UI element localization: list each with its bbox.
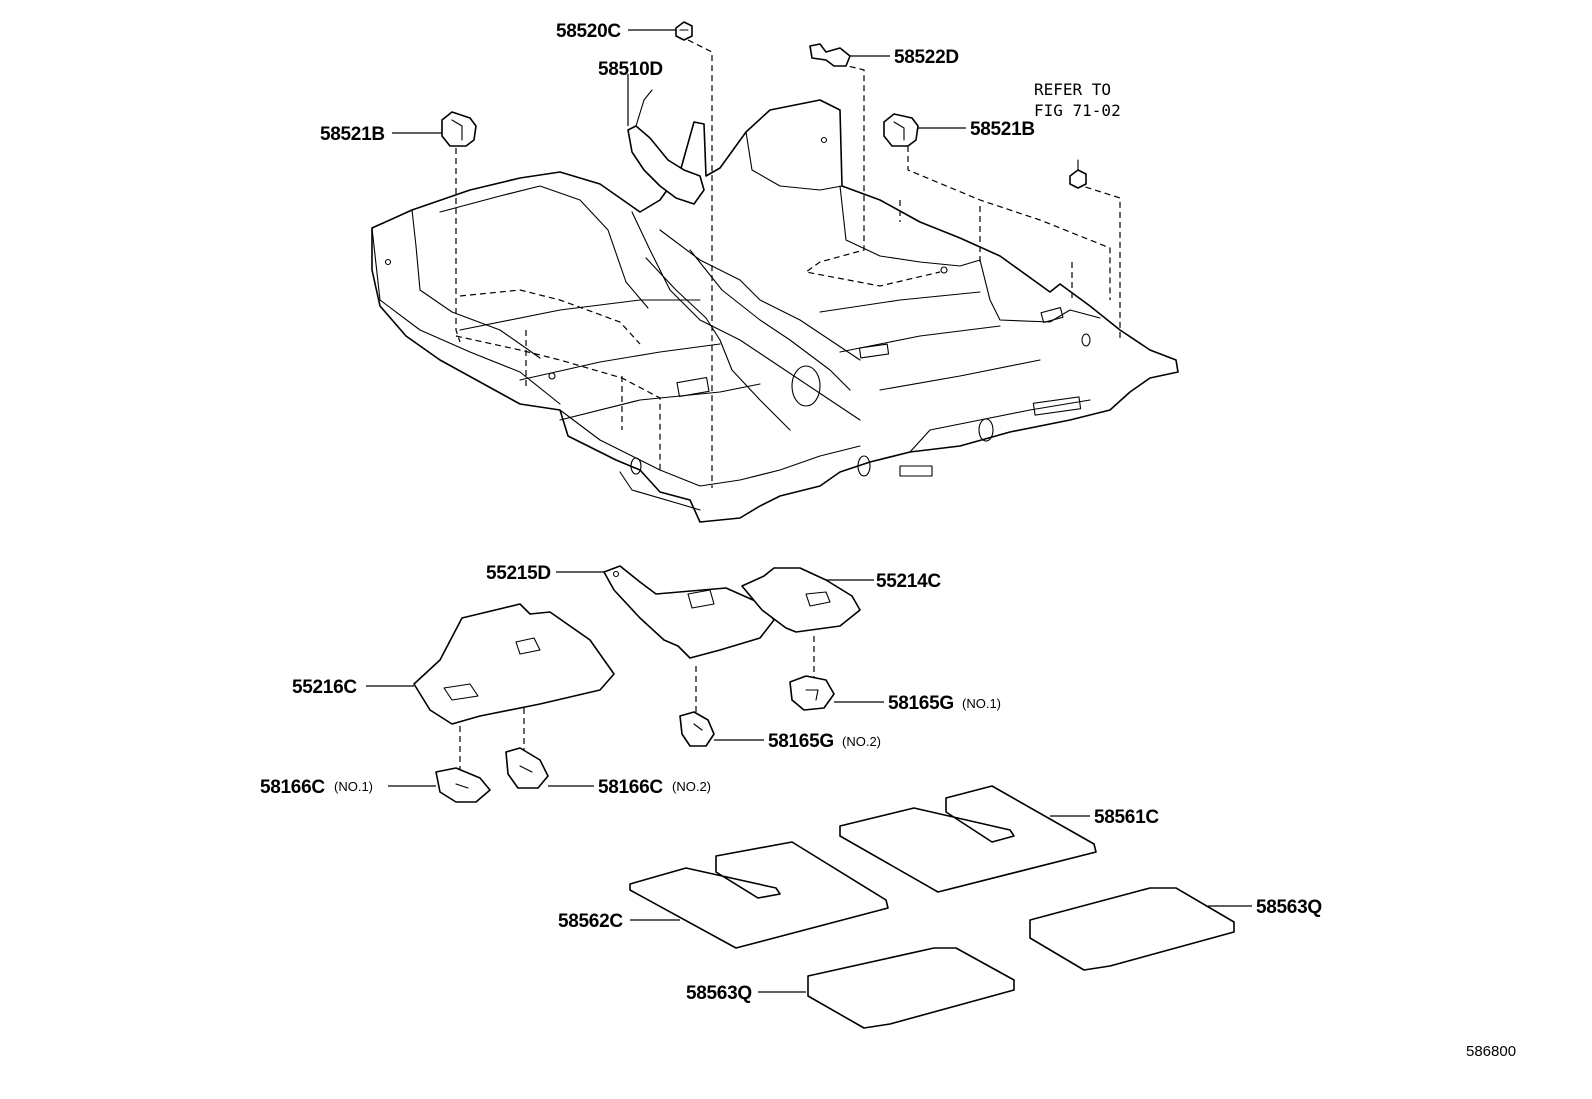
- label-58520C: 58520C: [556, 21, 621, 42]
- assembly-lines-pads: [459, 636, 815, 770]
- qualifier-58166C-no2: (NO.2): [672, 779, 711, 794]
- label-58521B-right: 58521B: [970, 119, 1035, 140]
- floor-carpet-assembly: [371, 89, 1179, 523]
- clip-58520C: [675, 21, 693, 41]
- mat-58563Q-right: [1029, 887, 1235, 971]
- assembly-lines-floor: [455, 39, 1121, 488]
- mat-58562C: [629, 841, 889, 949]
- clip-58166C-no2: [505, 747, 549, 789]
- qualifier-58166C-no1: (NO.1): [334, 779, 373, 794]
- clip-58521B-right: [883, 113, 919, 147]
- figure-number: 586800: [1466, 1043, 1516, 1060]
- mat-58561C: [839, 785, 1097, 893]
- qualifier-58165G-no2: (NO.2): [842, 734, 881, 749]
- qualifier-58165G-no1: (NO.1): [962, 696, 1001, 711]
- label-58165G-no1: 58165G: [888, 693, 954, 714]
- leader-lines: [366, 29, 1252, 993]
- label-58522D: 58522D: [894, 47, 959, 68]
- label-55215D: 55215D: [486, 563, 551, 584]
- clip-58165G-no1: [789, 675, 835, 711]
- bolt-refer-fig: [1069, 159, 1087, 189]
- label-58165G-no2: 58165G: [768, 731, 834, 752]
- clip-58522D: [809, 43, 851, 67]
- pad-55216C: [413, 603, 615, 725]
- mat-58563Q-bottom: [807, 947, 1015, 1029]
- clip-58166C-no1: [435, 767, 491, 803]
- pad-55214C: [741, 567, 861, 633]
- part-labels: 58520C 58510D 58522D 58521B 58521B REFER…: [260, 21, 1516, 1060]
- pad-55215D: [603, 565, 775, 659]
- clip-58521B-left: [441, 111, 477, 147]
- label-58563Q-right: 58563Q: [1256, 897, 1322, 918]
- label-58563Q-bottom: 58563Q: [686, 983, 752, 1004]
- label-58166C-no1: 58166C: [260, 777, 325, 798]
- clip-58165G-no2: [679, 711, 715, 747]
- refer-line-1: REFER TO: [1034, 80, 1111, 99]
- label-58521B-left: 58521B: [320, 124, 385, 145]
- label-58561C: 58561C: [1094, 807, 1159, 828]
- label-55216C: 55216C: [292, 677, 357, 698]
- refer-line-2: FIG 71-02: [1034, 101, 1121, 120]
- label-58510D: 58510D: [598, 59, 663, 80]
- label-58166C-no2: 58166C: [598, 777, 663, 798]
- label-55214C: 55214C: [876, 571, 941, 592]
- label-58562C: 58562C: [558, 911, 623, 932]
